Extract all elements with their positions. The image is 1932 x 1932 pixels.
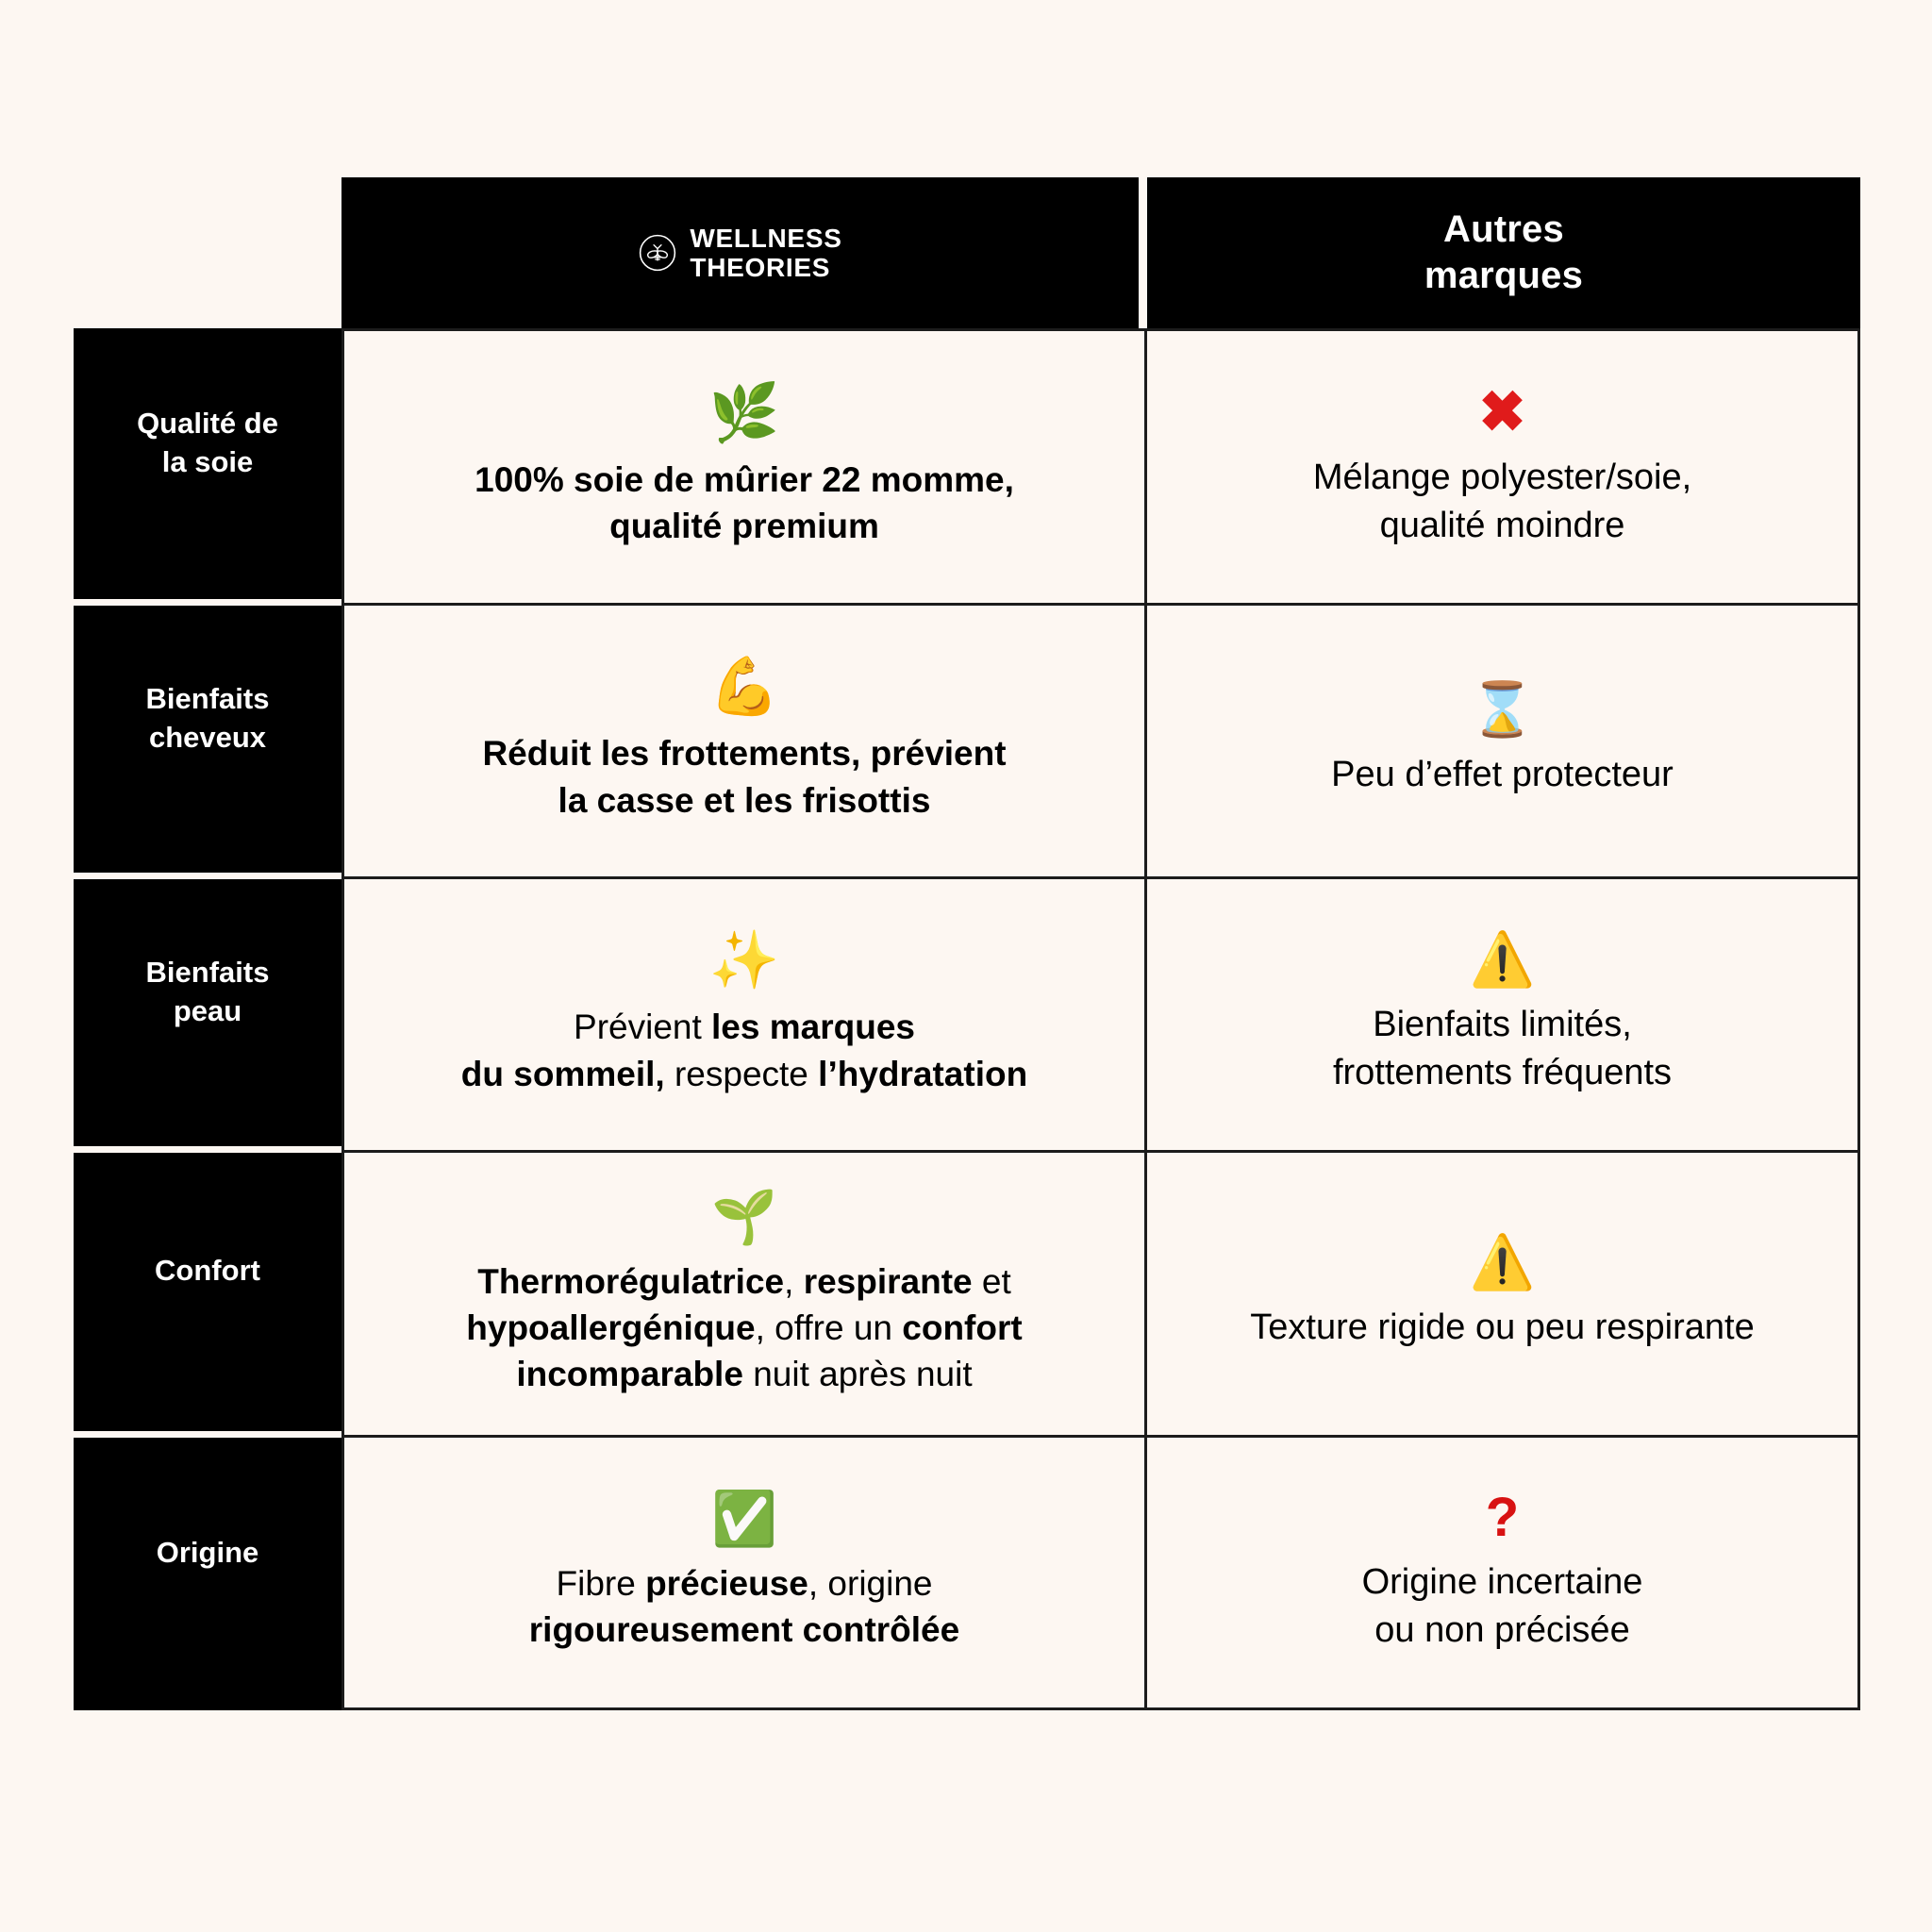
row-label-text: Bienfaits peau <box>146 954 270 1030</box>
row-label-line-2: la soie <box>161 444 254 478</box>
cell-other-bienfaits-cheveux: ⌛ Peu d’effet protecteur <box>1147 606 1860 879</box>
cell-brand-text: 100% soie de mûrier 22 momme,qualité pre… <box>475 459 1014 545</box>
cell-other-bienfaits-peau: ⚠️ Bienfaits limités,frottements fréquen… <box>1147 879 1860 1153</box>
row-label-text: Confort <box>155 1252 260 1290</box>
red-cross-mark-icon: ✖ <box>1478 380 1526 444</box>
row-label-bienfaits-cheveux: Bienfaits cheveux <box>74 606 341 879</box>
row-label-qualite-de-la-soie: Qualité de la soie <box>74 328 341 606</box>
cell-other-text: Mélange polyester/soie,qualité moindre <box>1312 458 1692 545</box>
brand-line-2: THEORIES <box>690 253 831 282</box>
cell-other-confort: ⚠️ Texture rigide ou peu respirante <box>1147 1153 1860 1438</box>
other-line-1: Autres <box>1443 208 1564 251</box>
row-label-text: Qualité de la soie <box>137 405 278 481</box>
warning-triangle-icon: ⚠️ <box>1469 928 1536 989</box>
row-label-bienfaits-peau: Bienfaits peau <box>74 879 341 1153</box>
other-line-2: marques <box>1424 255 1584 296</box>
herb-leaf-icon: 🌿 <box>708 380 780 444</box>
brand-lockup: WELLNESS THEORIES <box>638 224 841 283</box>
row-label-line-1: Bienfaits <box>145 956 270 990</box>
flexed-biceps-icon: 💪 <box>708 655 780 719</box>
seedling-icon: 🌱 <box>711 1186 777 1246</box>
cell-other-qualite-de-la-soie: ✖ Mélange polyester/soie,qualité moindre <box>1147 328 1860 606</box>
row-label-origine: Origine <box>74 1438 341 1710</box>
row-label-line-1: Bienfaits <box>145 682 270 716</box>
bee-logo-icon <box>638 233 677 273</box>
row-label-line-2: cheveux <box>148 720 267 754</box>
row-label-text: Origine <box>157 1534 259 1572</box>
header-other-brands-cell: Autres marques <box>1147 177 1860 328</box>
brand-wordmark: WELLNESS THEORIES <box>690 224 841 283</box>
row-label-line-1: Confort <box>155 1254 260 1288</box>
row-label-confort: Confort <box>74 1153 341 1438</box>
row-label-line-1: Qualité de <box>137 407 278 441</box>
header-spacer-cell <box>74 177 341 328</box>
warning-triangle-icon: ⚠️ <box>1469 1232 1536 1292</box>
green-check-mark-icon: ✅ <box>711 1488 777 1548</box>
other-brands-title: Autres marques <box>1424 207 1583 299</box>
sparkles-icon: ✨ <box>708 928 780 992</box>
red-question-mark-icon: ? <box>1485 1487 1520 1549</box>
cell-other-text: Bienfaits limités,frottements fréquents <box>1332 1004 1673 1092</box>
row-label-line-2: peau <box>173 993 242 1027</box>
cell-brand-qualite-de-la-soie: 🌿 100% soie de mûrier 22 momme,qualité p… <box>341 328 1147 606</box>
cell-other-text: Texture rigide ou peu respirante <box>1250 1307 1755 1348</box>
hourglass-icon: ⌛ <box>1469 679 1536 740</box>
row-label-line-1: Origine <box>156 1536 259 1570</box>
comparison-grid: WELLNESS THEORIES Autres marques Qualité… <box>74 177 1860 1710</box>
row-label-text: Bienfaits cheveux <box>146 680 270 757</box>
cell-other-text: Peu d’effet protecteur <box>1331 755 1674 795</box>
header-brand-cell: WELLNESS THEORIES <box>341 177 1139 328</box>
brand-line-1: WELLNESS <box>690 223 842 253</box>
